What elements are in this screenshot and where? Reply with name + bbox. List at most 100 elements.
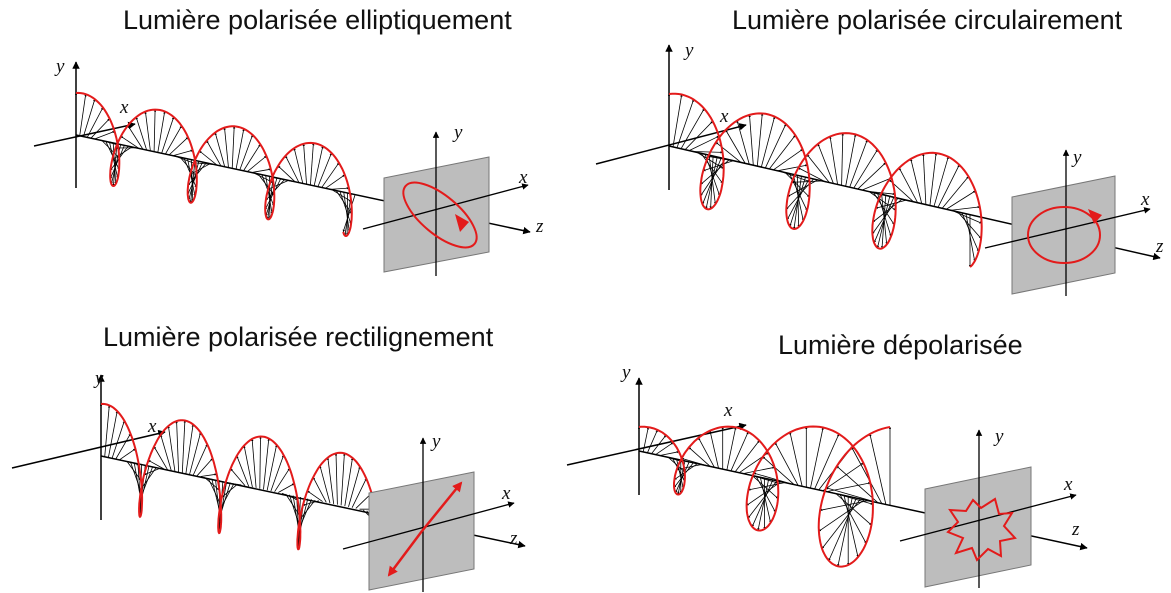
linear-polarization-arrow xyxy=(421,481,463,532)
field-vector xyxy=(189,160,196,203)
field-vector xyxy=(189,163,211,175)
field-vector xyxy=(236,455,250,487)
projected-circle xyxy=(1027,206,1101,264)
field-vector xyxy=(876,196,891,249)
field-vector xyxy=(709,430,719,469)
field-vector xyxy=(104,405,111,457)
field-vector xyxy=(853,149,878,189)
field-vector xyxy=(725,129,746,164)
field-vector xyxy=(334,453,338,505)
field-vector xyxy=(79,93,87,136)
projected-ellipse xyxy=(402,181,478,249)
field-vector xyxy=(235,128,245,170)
x-axis xyxy=(566,422,747,466)
field-vector xyxy=(196,458,213,477)
field-vector xyxy=(676,99,695,148)
x-axis-label: x xyxy=(119,97,129,118)
field-vector xyxy=(787,179,818,197)
field-vector xyxy=(836,465,878,503)
screen-y-label: y xyxy=(993,426,1004,447)
field-vector xyxy=(828,497,857,561)
field-vector xyxy=(181,420,186,473)
field-vector xyxy=(819,500,870,512)
field-vector xyxy=(789,432,803,487)
field-vector xyxy=(259,436,262,489)
field-vector xyxy=(231,126,236,169)
field-vector xyxy=(747,480,778,519)
field-vector xyxy=(243,144,261,172)
field-vector xyxy=(873,197,895,244)
screen-y-label: y xyxy=(1071,147,1082,168)
field-vector xyxy=(324,174,346,189)
field-vectors xyxy=(74,92,356,236)
field-vector xyxy=(120,135,140,149)
x-axis xyxy=(595,123,747,165)
screen-x-label: x xyxy=(1063,474,1073,495)
y-axis-label: y xyxy=(620,362,631,383)
field-vector xyxy=(684,120,713,150)
title-circular: Lumière polarisée circulairement xyxy=(732,5,1123,35)
field-vector xyxy=(243,445,253,488)
field-vector xyxy=(111,146,133,161)
field-vector xyxy=(319,465,331,504)
screen xyxy=(1011,175,1116,295)
polarization-curve xyxy=(668,92,983,268)
field-vector xyxy=(957,211,982,239)
title-elliptical: Lumière polarisée elliptiquement xyxy=(123,5,512,35)
field-vector xyxy=(98,139,119,146)
field-vector xyxy=(293,147,304,184)
field-vector xyxy=(94,131,115,140)
field-vector xyxy=(345,193,349,236)
field-vector xyxy=(313,145,324,187)
field-vector xyxy=(810,427,824,488)
field-vector xyxy=(230,468,246,486)
field-vector xyxy=(839,494,867,544)
field-vector xyxy=(659,450,680,456)
field-vector xyxy=(753,472,790,484)
field-vector xyxy=(817,143,834,184)
field-vector xyxy=(688,447,711,467)
y-axis-label: y xyxy=(683,40,694,61)
screen-x-label: x xyxy=(518,167,528,188)
field-vector xyxy=(841,132,844,186)
field-vector xyxy=(702,160,734,172)
field-vector xyxy=(865,190,896,196)
field-vector xyxy=(271,176,292,182)
field-vector xyxy=(157,111,166,153)
x-axis-label: x xyxy=(723,400,733,421)
field-vector xyxy=(818,499,866,532)
panel-circular: y x z y x xyxy=(595,40,1164,296)
field-vector xyxy=(144,111,151,152)
panel-depolarized: y x z y x xyxy=(566,362,1088,588)
field-vector xyxy=(321,162,340,189)
field-vector xyxy=(933,156,949,207)
field-vector xyxy=(736,120,750,165)
field-vector xyxy=(768,134,796,170)
z-axis-label: z xyxy=(1155,236,1164,257)
field-vector xyxy=(764,123,787,169)
field-vector xyxy=(307,490,323,502)
field-vector xyxy=(825,487,874,502)
field-vector xyxy=(651,434,667,454)
y-axis-label: y xyxy=(54,56,65,77)
title-linear: Lumière polarisée rectilignement xyxy=(103,322,494,352)
field-vector xyxy=(835,493,872,526)
field-vector xyxy=(672,94,683,147)
field-vector xyxy=(937,164,960,208)
x-axis xyxy=(11,429,166,469)
field-vector xyxy=(239,134,253,171)
field-vector xyxy=(872,199,903,223)
field-vector xyxy=(762,456,795,485)
field-vector xyxy=(193,161,214,165)
field-vector xyxy=(898,167,919,204)
panel-elliptical: y x z y x xyxy=(33,56,544,276)
field-vector xyxy=(730,431,749,471)
field-vector xyxy=(161,116,175,154)
field-vector xyxy=(332,189,352,202)
field-vector xyxy=(302,500,320,506)
screen-y-label: y xyxy=(452,122,463,143)
field-vector xyxy=(214,132,226,168)
field-vector xyxy=(200,473,217,477)
field-vector xyxy=(759,477,772,523)
z-axis-label: z xyxy=(1071,519,1080,540)
